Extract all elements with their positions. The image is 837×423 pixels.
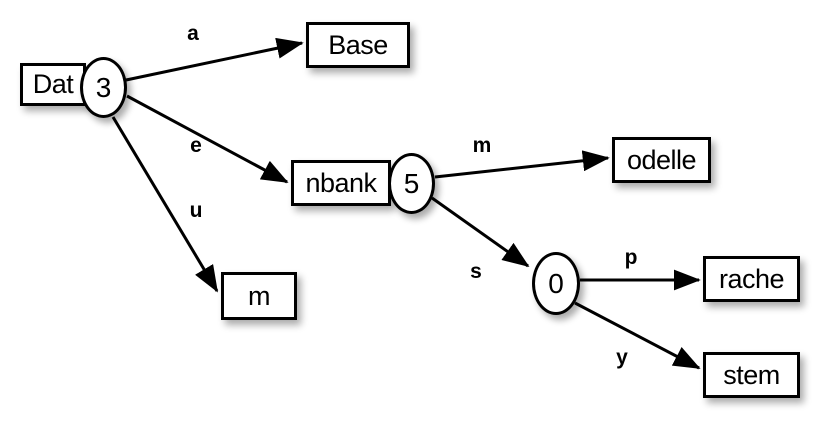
edge-label-e: e xyxy=(190,134,202,157)
node-odelle[interactable]: odelle xyxy=(612,137,711,183)
node-0[interactable]: 0 xyxy=(532,252,580,315)
edge-m xyxy=(434,150,610,179)
node-label: 0 xyxy=(548,267,564,299)
node-label: 3 xyxy=(95,71,112,103)
edge-y xyxy=(574,301,701,370)
node-base[interactable]: Base xyxy=(306,22,410,68)
edge-s xyxy=(431,196,530,268)
edge-label-y: y xyxy=(616,346,628,369)
edge-label-m: m xyxy=(472,134,492,157)
edge-label-s: s xyxy=(470,260,482,283)
node-label: 5 xyxy=(403,167,420,199)
node-dat[interactable]: Dat xyxy=(20,63,86,106)
edge-u xyxy=(111,116,219,293)
node-label: stem xyxy=(723,359,780,390)
node-label: rache xyxy=(718,263,785,294)
edge-label-u: u xyxy=(189,199,203,222)
node-label: Dat xyxy=(32,69,74,99)
node-label: nbank xyxy=(305,167,377,198)
node-label: Base xyxy=(328,29,388,60)
node-nbank[interactable]: nbank xyxy=(291,160,391,206)
node-label: odelle xyxy=(626,144,697,175)
edge-e xyxy=(126,94,289,184)
edge-label-a: a xyxy=(187,22,199,45)
edges-group xyxy=(111,37,701,370)
node-m[interactable]: m xyxy=(221,272,297,320)
node-stem[interactable]: stem xyxy=(703,352,800,398)
node-rache[interactable]: rache xyxy=(703,256,800,302)
node-5[interactable]: 5 xyxy=(388,153,435,214)
node-3[interactable]: 3 xyxy=(80,57,127,118)
edge-label-p: p xyxy=(624,246,638,269)
node-label: m xyxy=(248,280,271,311)
edge-a xyxy=(125,37,304,82)
